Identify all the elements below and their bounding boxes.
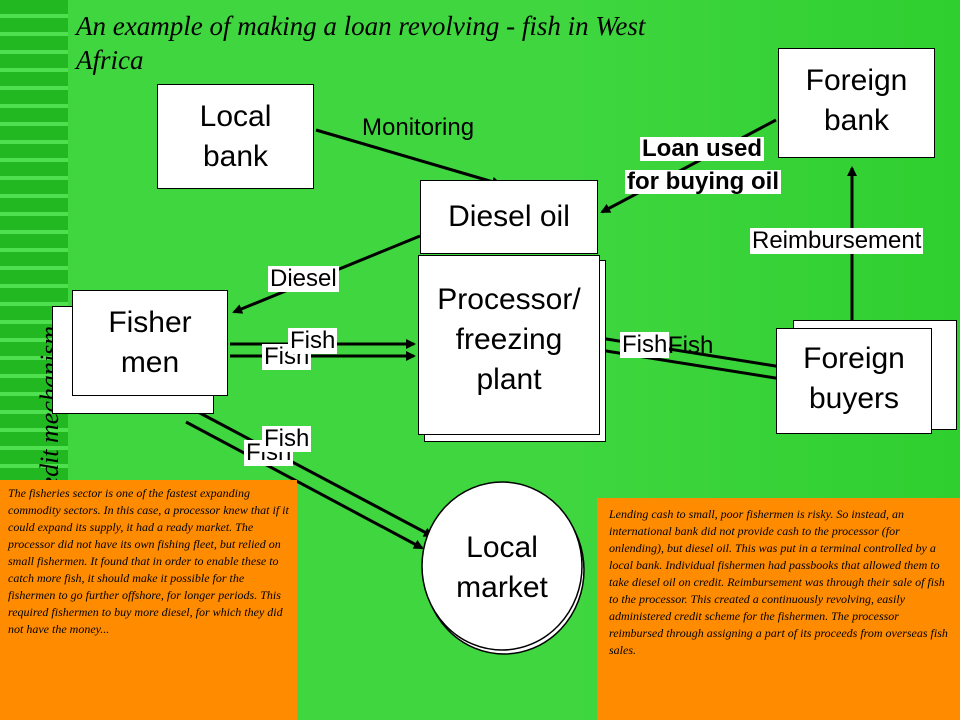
processor-label: Processor/ freezing plant bbox=[437, 283, 581, 396]
fishermen-box: Fisher men bbox=[72, 290, 228, 396]
loan-used-label-2: for buying oil bbox=[625, 168, 781, 195]
slide-title: An example of making a loan revolving - … bbox=[76, 11, 646, 75]
foreign-buyers-box: Foreign buyers bbox=[776, 328, 932, 434]
fish-market-label: Fish bbox=[262, 425, 312, 452]
arrow-fish-market-2 bbox=[185, 420, 424, 550]
right-note: Lending cash to small, poor fishermen is… bbox=[597, 498, 960, 720]
reimbursement-label: Reimbursement bbox=[750, 227, 924, 254]
diesel-label: Diesel bbox=[268, 265, 339, 292]
local-market-label: Local market bbox=[456, 531, 548, 604]
fish-right-label-shadow: Fish bbox=[668, 332, 714, 359]
local-bank-box: Local bank bbox=[157, 84, 314, 189]
diesel-oil-label: Diesel oil bbox=[448, 200, 570, 233]
monitoring-label: Monitoring bbox=[362, 114, 475, 141]
processor-box: Processor/ freezing plant bbox=[418, 255, 600, 435]
local-market-circle bbox=[421, 481, 583, 651]
diesel-oil-box: Diesel oil bbox=[420, 180, 598, 254]
local-bank-label: Local bank bbox=[199, 100, 272, 173]
arrow-monitoring bbox=[315, 128, 502, 187]
fish-right-label: Fish bbox=[620, 331, 670, 358]
arrow-loan bbox=[600, 118, 777, 214]
foreign-buyers-label: Foreign buyers bbox=[803, 342, 905, 415]
foreign-bank-box: Foreign bank bbox=[778, 48, 935, 158]
fishermen-label: Fisher men bbox=[108, 306, 192, 379]
arrow-fish-market-1 bbox=[197, 410, 434, 538]
left-note: The fisheries sector is one of the faste… bbox=[0, 480, 297, 720]
foreign-bank-label: Foreign bank bbox=[805, 64, 908, 137]
fish-label: Fish bbox=[288, 327, 338, 354]
loan-used-label-1: Loan used bbox=[640, 135, 765, 162]
